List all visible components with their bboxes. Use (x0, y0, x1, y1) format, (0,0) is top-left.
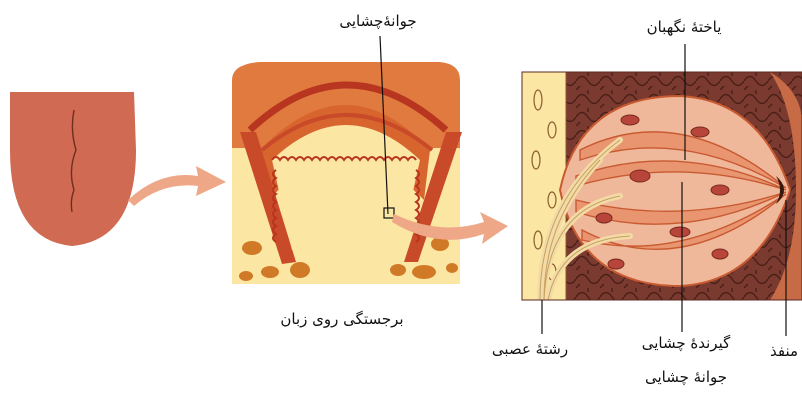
label-taste-receptor: گیرندهٔ چشایی (642, 334, 731, 352)
label-taste-bud-top: جوانهٔ‌چشایی (339, 12, 416, 30)
label-nerve-fiber: رشتهٔ عصبی (492, 340, 568, 358)
label-supporting-cell: یاختهٔ نگهبان (647, 18, 722, 36)
label-taste-bud-bottom: جوانهٔ چشایی (645, 368, 727, 386)
arrow-tongue-to-papilla (128, 166, 226, 206)
taste-bud-detail (522, 72, 802, 300)
label-pore: منفذ (770, 342, 798, 360)
tongue (10, 92, 136, 246)
label-papilla: برجستگی روی زبان (280, 310, 403, 328)
papilla-section (232, 62, 462, 284)
